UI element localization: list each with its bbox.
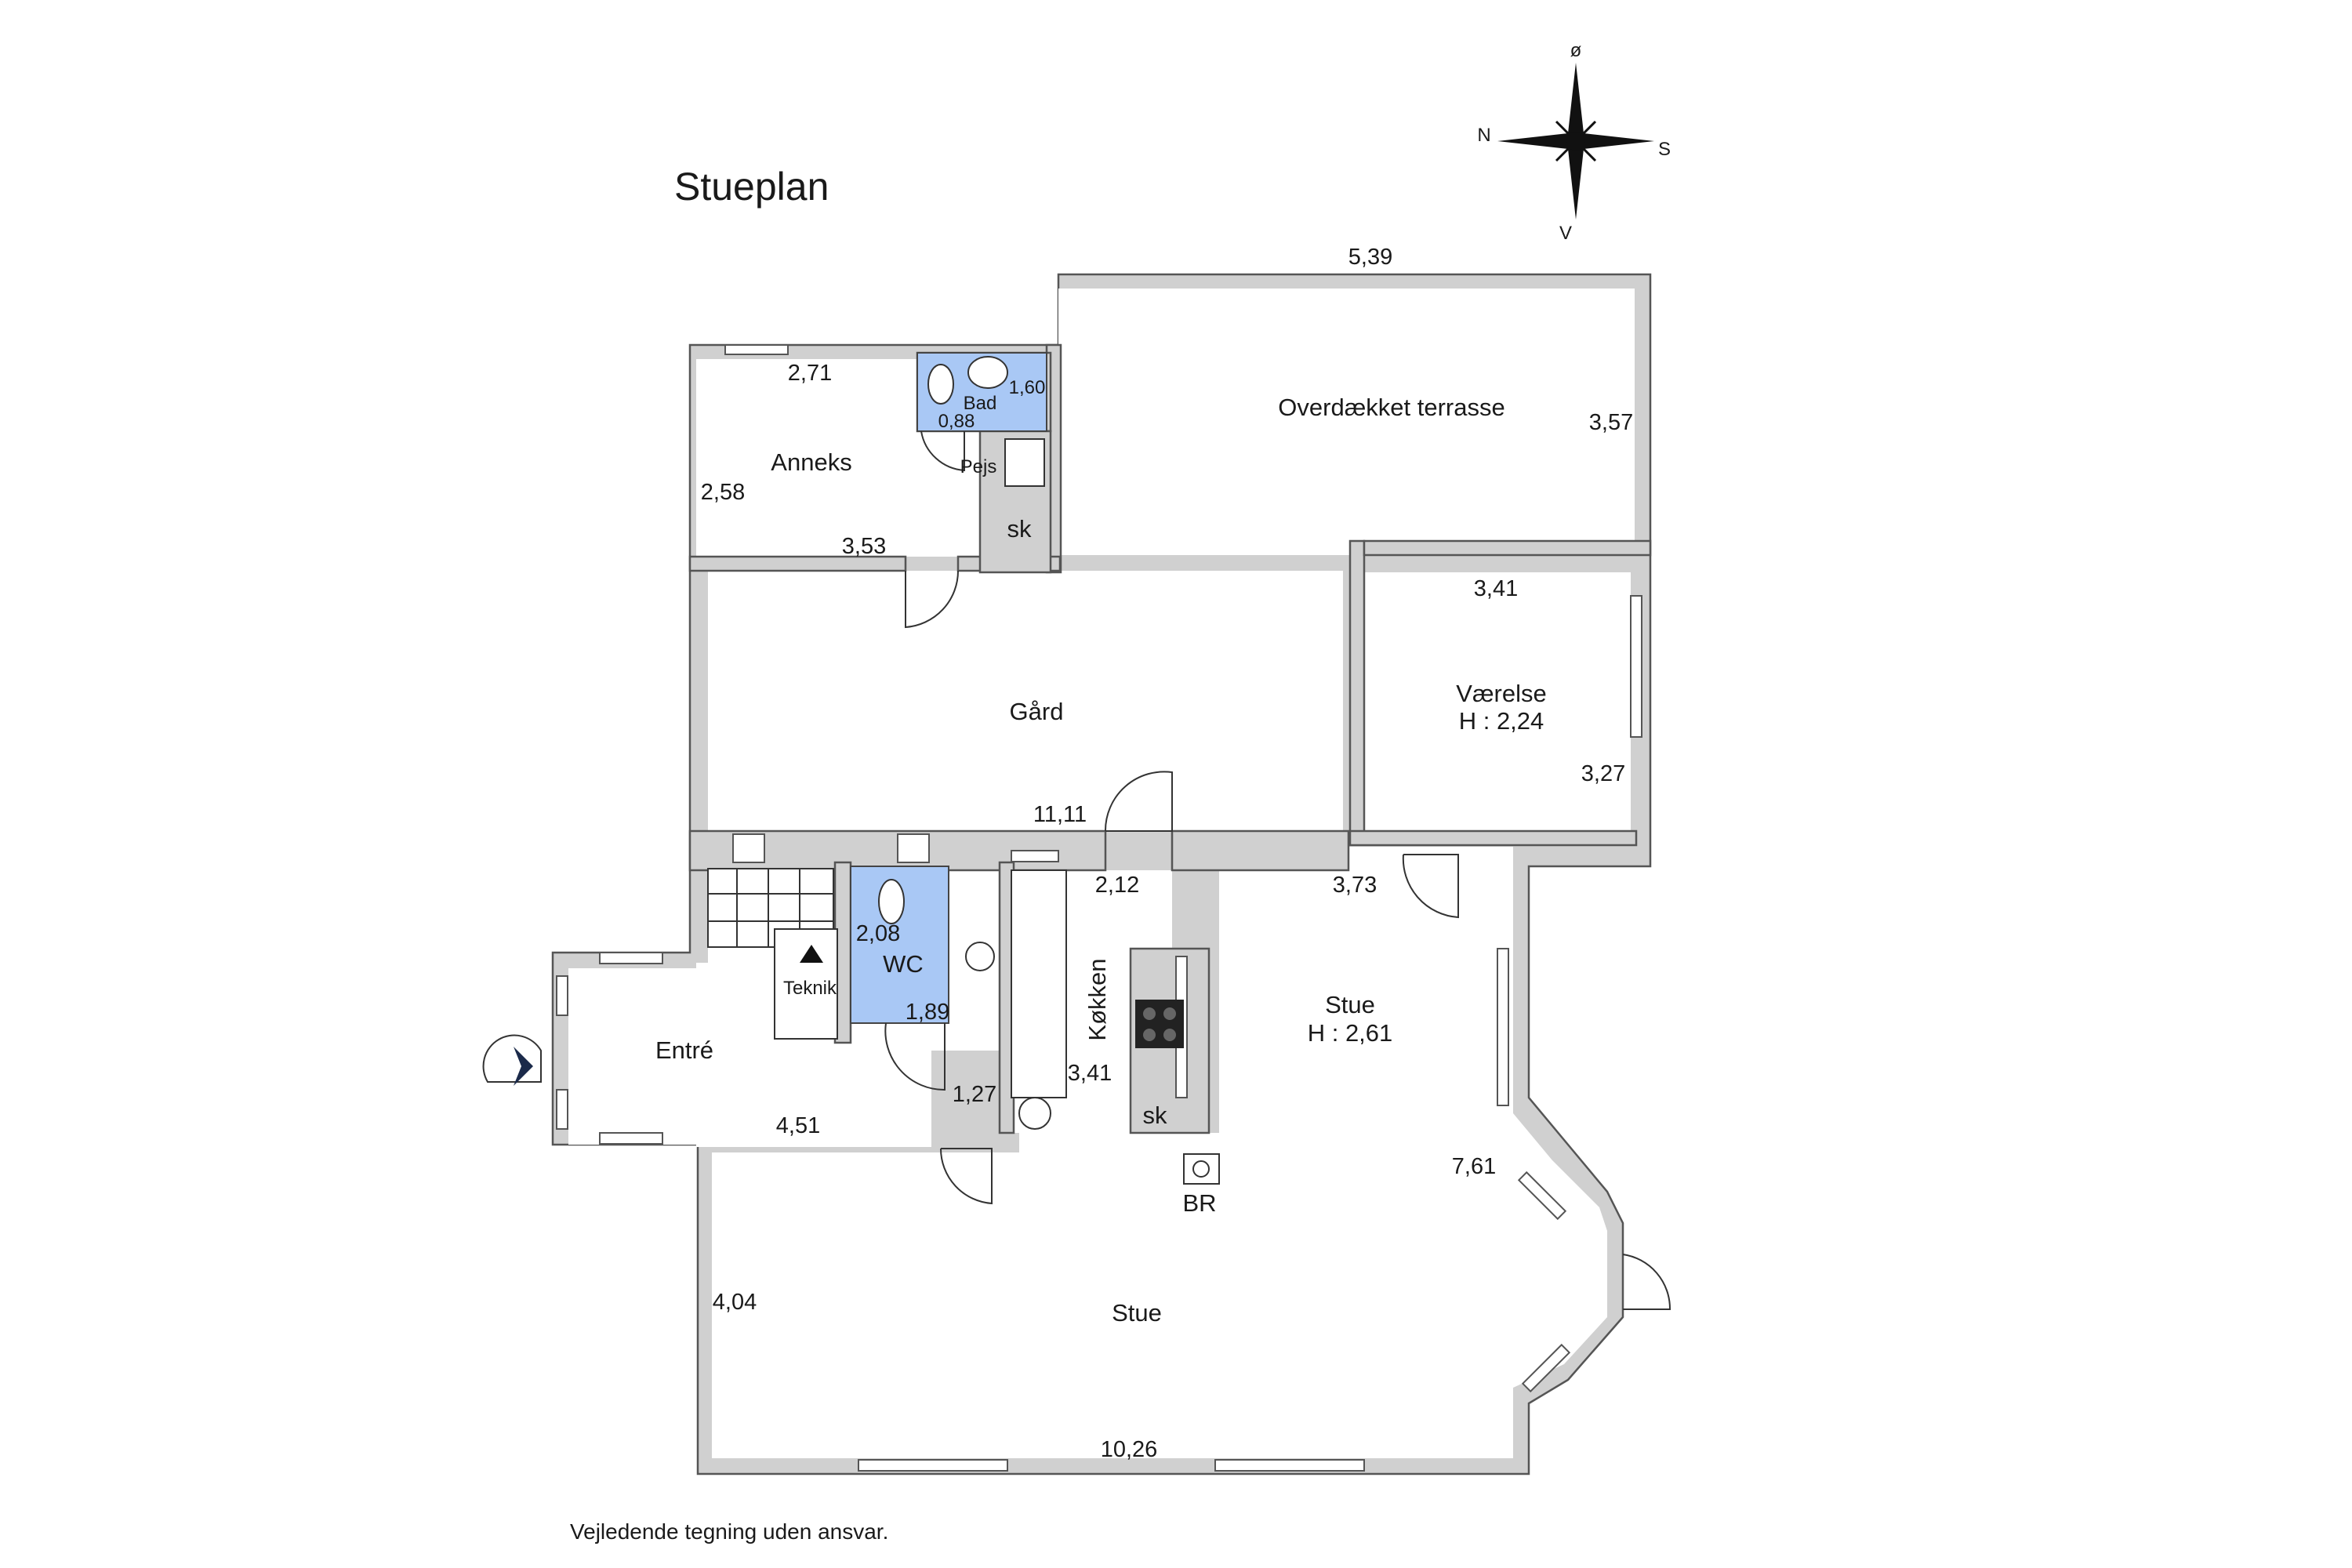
dim-wc-depth: 2,08 (856, 921, 900, 946)
dim-bath-depth: 1,60 (1009, 377, 1046, 398)
room-fireplace: Pejs (960, 456, 997, 477)
compass-west-label: V (1559, 223, 1572, 244)
fireplace-icon (1004, 438, 1045, 487)
fan-icon (1018, 1097, 1051, 1130)
room-cupboard-annex: sk (1007, 515, 1033, 543)
room-wc: WC (883, 950, 924, 978)
room-living-main: Stue (1325, 991, 1375, 1018)
door-swings (884, 430, 1671, 1310)
dim-living-lower-depth: 4,04 (713, 1290, 757, 1315)
disclaimer-note: Vejledende tegning uden ansvar. (570, 1519, 888, 1544)
staircase (707, 868, 838, 1040)
room-chimney: BR (1182, 1189, 1216, 1217)
room-courtyard: Gård (1010, 698, 1064, 725)
room-living-main-height: H : 2,61 (1308, 1019, 1393, 1047)
compass-east-label: ø (1570, 40, 1582, 61)
kitchen-fixtures (1011, 869, 1220, 1185)
dim-bath-width: 0,88 (938, 411, 975, 432)
dim-hall-depth: 1,27 (953, 1082, 996, 1107)
dim-living-side: 7,61 (1452, 1154, 1496, 1179)
dim-annex-depth: 2,58 (701, 480, 745, 505)
room-bedroom-height: H : 2,24 (1459, 707, 1544, 735)
dim-hall-width: 4,51 (776, 1113, 820, 1138)
toilet-icon (927, 364, 954, 405)
entry-arrow-icon (514, 1047, 533, 1086)
dim-annex-width-bottom: 3,53 (842, 534, 886, 559)
dim-kitchen-top: 2,12 (1095, 873, 1139, 898)
dim-terrace-width: 5,39 (1348, 245, 1392, 270)
stove-icon (1135, 1000, 1184, 1048)
room-utility: Teknik (783, 978, 837, 999)
room-cupboard-kitchen: sk (1143, 1102, 1168, 1129)
room-living-lower: Stue (1112, 1299, 1162, 1327)
washbasin-icon (967, 356, 1008, 389)
room-bedroom: Værelse (1456, 680, 1546, 707)
dim-kitchen-depth: 3,41 (1068, 1061, 1112, 1086)
compass-north-label: N (1477, 125, 1490, 146)
room-bath: Bad (964, 393, 997, 414)
entry-door (482, 1034, 542, 1083)
walls (551, 273, 1652, 1475)
dim-wc-width: 1,89 (906, 1000, 949, 1025)
dim-annex-width-top: 2,71 (788, 361, 832, 386)
room-covered-terrace: Overdækket terrasse (1278, 394, 1504, 421)
bath-fixtures (878, 356, 1045, 971)
dim-terrace-depth: 3,57 (1589, 410, 1633, 435)
room-annex: Anneks (771, 448, 851, 476)
page-title: Stueplan (674, 165, 829, 209)
dim-living-width-top: 3,73 (1333, 873, 1377, 898)
dim-bedroom-depth: 3,27 (1581, 761, 1625, 786)
windows (556, 344, 1642, 1472)
wc-basin-icon (965, 942, 995, 971)
compass-south-label: S (1658, 139, 1671, 160)
compass-rose-icon (1497, 63, 1654, 220)
dim-living-lower-width: 10,26 (1101, 1437, 1158, 1462)
room-kitchen: Køkken (1083, 958, 1111, 1040)
wc-toilet-icon (878, 879, 905, 924)
dim-courtyard-width: 11,11 (1033, 802, 1087, 827)
dim-bedroom-width: 3,41 (1474, 576, 1518, 601)
stair-arrow-icon (800, 945, 823, 963)
room-hall: Entré (655, 1036, 713, 1064)
